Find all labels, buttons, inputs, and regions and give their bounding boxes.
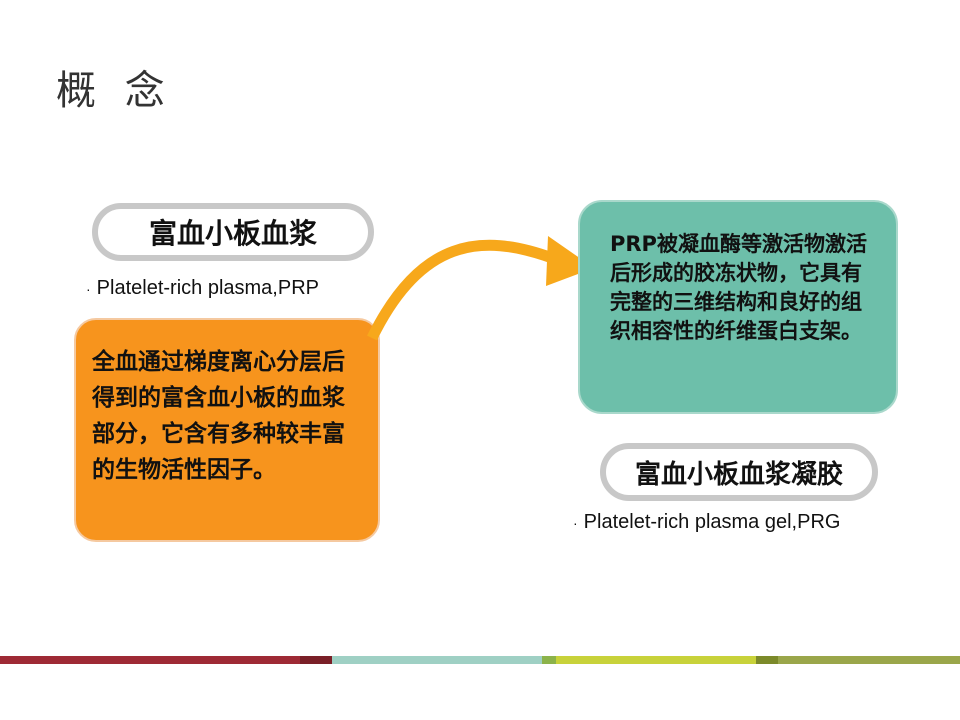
- prg-english-text: Platelet-rich plasma gel,PRG: [583, 511, 841, 533]
- prg-definition-box: PRP被凝血酶等激活物激活后形成的胶冻状物，它具有完整的三维结构和良好的组织相容…: [578, 200, 898, 414]
- prp-english-text: Platelet-rich plasma,PRP: [96, 277, 319, 299]
- slide-title: 概 念: [56, 68, 173, 114]
- prp-english-line: · Platelet-rich plasma,PRP: [86, 277, 319, 300]
- footer-bar-segment: [542, 656, 556, 664]
- arrow-shaft: [367, 239, 554, 341]
- prg-english-line: · Platelet-rich plasma gel,PRG: [573, 511, 840, 534]
- footer-bar-segment: [556, 656, 756, 664]
- footer-bar-segment: [300, 656, 332, 664]
- prp-definition-box: 全血通过梯度离心分层后得到的富含血小板的血浆部分，它含有多种较丰富的生物活性因子…: [74, 318, 380, 542]
- bullet-dot: ·: [86, 280, 91, 297]
- bullet-dot: ·: [573, 514, 578, 531]
- prp-name-pill: 富血小板血浆: [92, 203, 374, 261]
- footer-bar-segment: [332, 656, 542, 664]
- footer-bar-segment: [778, 656, 960, 664]
- footer-bar-segment: [756, 656, 778, 664]
- prg-name-pill: 富血小板血浆凝胶: [600, 443, 878, 501]
- arrow-head: [546, 236, 594, 286]
- footer-bar-segment: [0, 656, 300, 664]
